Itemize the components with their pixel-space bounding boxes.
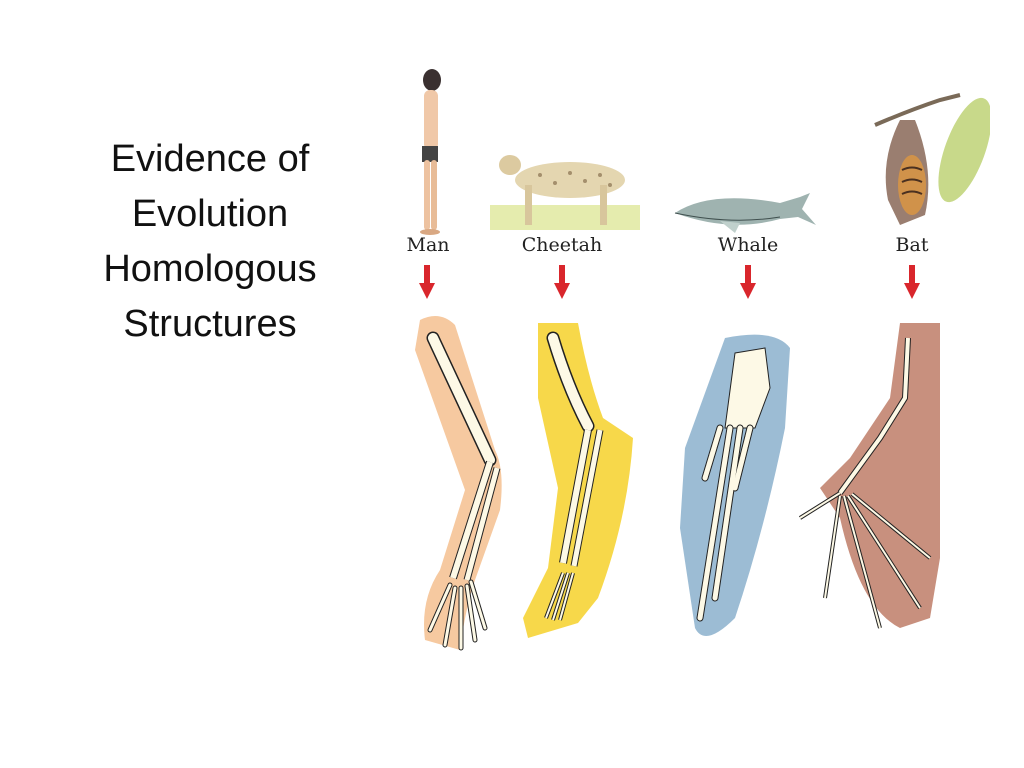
- title-line: Homologous: [103, 248, 317, 290]
- bat-wing-skeleton: [798, 323, 940, 629]
- man-illustration: [420, 69, 441, 235]
- whale-illustration: [674, 193, 816, 233]
- label-whale: Whale: [717, 234, 779, 256]
- label-man: Man: [406, 234, 450, 256]
- cheetah-leg-skeleton: [523, 323, 633, 638]
- title-line: Evolution: [131, 193, 289, 235]
- bat-illustration: [874, 93, 990, 225]
- label-bat: Bat: [895, 234, 929, 256]
- title-line: Structures: [123, 303, 297, 345]
- whale-flipper-skeleton: [680, 334, 790, 636]
- down-arrow-icon: [904, 265, 920, 299]
- label-cheetah: Cheetah: [521, 234, 603, 256]
- title-line: Evidence of: [110, 138, 310, 180]
- cheetah-illustration: [490, 155, 640, 230]
- homologous-structures-figure: Man Cheetah Whale Bat: [390, 60, 990, 660]
- down-arrow-icon: [740, 265, 756, 299]
- man-arm-skeleton: [415, 316, 502, 651]
- down-arrow-icon: [419, 265, 435, 299]
- down-arrow-icon: [554, 265, 570, 299]
- slide-title: Evidence of Evolution Homologous Structu…: [60, 132, 360, 352]
